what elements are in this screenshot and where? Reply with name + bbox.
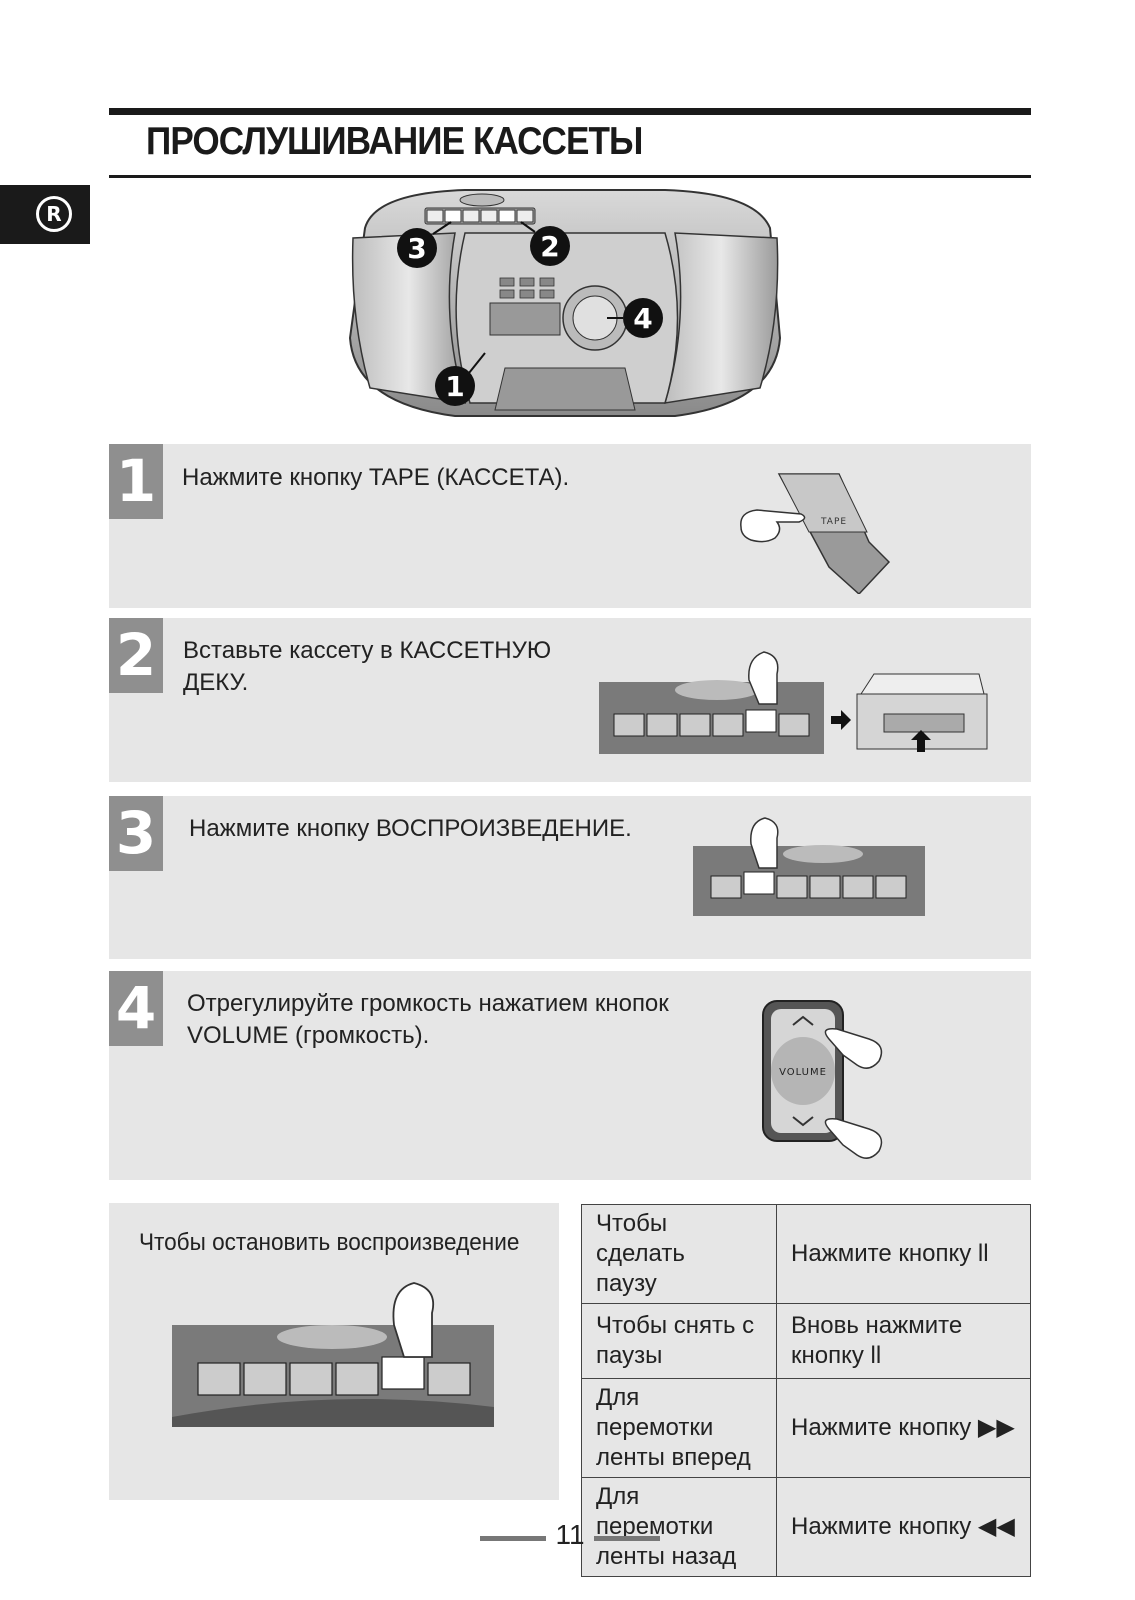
step-3-panel: 3 Нажмите кнопку ВОСПРОИЗВЕДЕНИЕ. [109, 796, 1031, 959]
callout-marker [435, 366, 475, 406]
step-2-number: 2 [109, 618, 163, 693]
stop-playback-panel: Чтобы остановить воспроизведение [109, 1203, 559, 1500]
step-2-panel: 2 Вставьте кассету в КАССЕТНУЮ ДЕКУ. [109, 618, 1031, 782]
volume-label: VOLUME [779, 1067, 827, 1078]
tape-button-illustration: TAPE [740, 473, 891, 594]
step-4-panel: 4 Отрегулируйте громкость нажатием кнопо… [109, 971, 1031, 1180]
page-number-rule-left [480, 1536, 546, 1541]
operations-table: Чтобы сделать паузу Нажмите кнопку ll Чт… [581, 1204, 1031, 1577]
instruction-cell: Вновь нажмите кнопку ll [776, 1303, 1031, 1379]
boombox-illustration: 1 2 3 4 [348, 189, 782, 417]
step-1-text: Нажмите кнопку TAPE (КАССЕТА). [182, 464, 570, 491]
action-cell: Для перемотки ленты вперед [581, 1378, 777, 1478]
step-2-text-line2: ДЕКУ. [183, 669, 249, 696]
step-2-text-line1: Вставьте кассету в КАССЕТНУЮ [183, 637, 552, 664]
instruction-cell: Нажмите кнопку ◀◀ [776, 1477, 1031, 1577]
cassette-deck-illustration [599, 651, 988, 754]
step-1-panel: 1 Нажмите кнопку TAPE (КАССЕТА). TAPE [109, 444, 1031, 608]
page-number-rule-right [594, 1536, 660, 1541]
arrow-right-icon [831, 710, 851, 730]
step-3-text: Нажмите кнопку ВОСПРОИЗВЕДЕНИЕ. [189, 815, 632, 842]
instruction-cell: Нажмите кнопку ll [776, 1204, 1031, 1304]
callout-4: 4 [633, 302, 652, 335]
table-row: Для перемотки ленты вперед Нажмите кнопк… [581, 1378, 1031, 1478]
step-1-number: 1 [109, 444, 163, 519]
play-button-illustration [693, 817, 925, 916]
stop-playback-label: Чтобы остановить воспроизведение [139, 1229, 520, 1256]
language-tab: R [0, 185, 90, 244]
arrow-up-icon [911, 730, 931, 752]
instruction-cell: Нажмите кнопку ▶▶ [776, 1378, 1031, 1478]
step-3-number: 3 [109, 796, 163, 871]
step-4-number: 4 [109, 971, 163, 1046]
table-row: Чтобы снять с паузы Вновь нажмите кнопку… [581, 1303, 1031, 1379]
language-badge: R [36, 196, 72, 232]
volume-button-illustration: VOLUME [762, 1000, 883, 1159]
step-4-text-line2: VOLUME (громкость). [187, 1022, 430, 1049]
table-row: Для перемотки ленты назад Нажмите кнопку… [581, 1477, 1031, 1577]
finger-icon [824, 1117, 883, 1159]
action-cell: Чтобы снять с паузы [581, 1303, 777, 1379]
title-top-rule [109, 108, 1031, 115]
finger-icon [750, 817, 779, 869]
finger-icon [748, 651, 779, 705]
volume-down-icon [792, 1116, 814, 1127]
table-row: Чтобы сделать паузу Нажмите кнопку ll [581, 1204, 1031, 1304]
action-cell: Чтобы сделать паузу [581, 1204, 777, 1304]
callout-3: 3 [407, 232, 426, 265]
stop-button-illustration [172, 1282, 494, 1427]
page-title: ПРОСЛУШИВАНИЕ КАССЕТЫ [146, 120, 643, 163]
finger-icon [824, 1027, 883, 1069]
volume-up-icon [792, 1015, 814, 1026]
page-number: 11 [555, 1519, 585, 1550]
step-4-text-line1: Отрегулируйте громкость нажатием кнопок [187, 990, 669, 1017]
action-cell: Для перемотки ленты назад [581, 1477, 777, 1577]
title-bottom-rule [109, 175, 1031, 178]
tape-label: TAPE [820, 517, 847, 527]
finger-icon [392, 1282, 435, 1358]
finger-icon [740, 509, 806, 543]
callout-2: 2 [540, 230, 559, 263]
callout-1: 1 [445, 370, 464, 403]
